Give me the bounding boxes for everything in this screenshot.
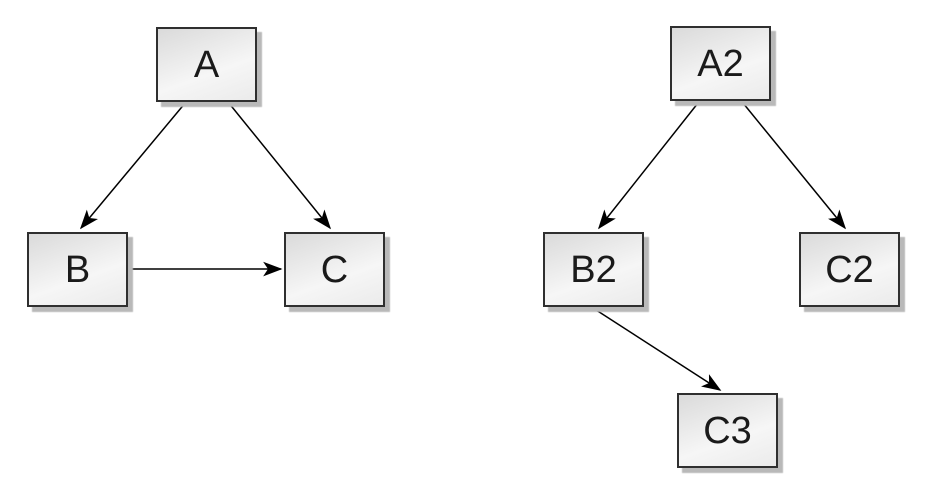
node-C3[interactable]: C3 (677, 393, 778, 468)
node-A2[interactable]: A2 (670, 26, 771, 101)
edge-B2-C3[interactable] (592, 307, 722, 391)
node-A-label: A (193, 43, 220, 86)
edge-A-B[interactable] (79, 101, 187, 230)
node-C-label: C (320, 248, 349, 291)
node-A[interactable]: A (156, 27, 257, 102)
node-C[interactable]: C (284, 232, 385, 307)
node-B[interactable]: B (27, 232, 128, 307)
node-B2-label: B2 (570, 248, 617, 291)
edge-A2-B2[interactable] (597, 102, 699, 230)
node-C3-label: C3 (703, 409, 752, 452)
node-B-label: B (64, 248, 91, 291)
edge-A-C[interactable] (227, 101, 332, 230)
edge-A2-C2[interactable] (742, 102, 847, 230)
node-C2[interactable]: C2 (799, 232, 900, 307)
node-A2-label: A2 (697, 42, 744, 85)
node-C2-label: C2 (825, 248, 874, 291)
node-B2[interactable]: B2 (543, 232, 644, 307)
